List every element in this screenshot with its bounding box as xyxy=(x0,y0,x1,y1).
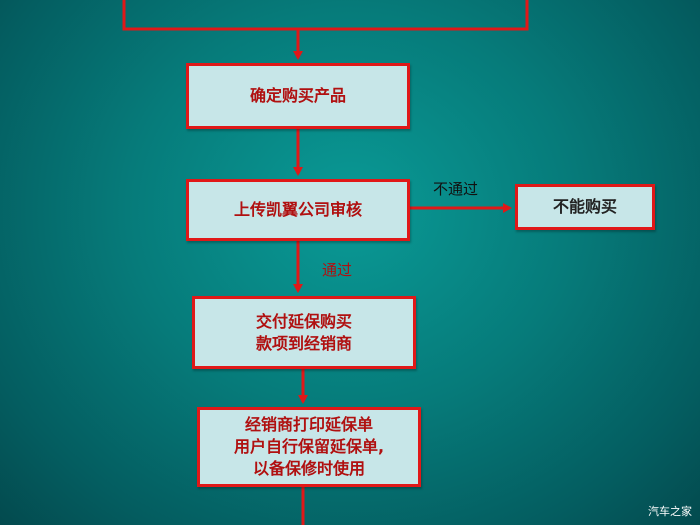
cannot-buy-label: 不能购买 xyxy=(552,197,617,216)
upload-review-label: 上传凯翼公司审核 xyxy=(233,200,362,219)
upload-review-box: 上传凯翼公司审核 xyxy=(186,179,410,241)
pay-line-1: 交付延保购买 xyxy=(255,311,352,331)
watermark-text: 汽车之家 xyxy=(648,505,692,518)
confirm-product-box: 确定购买产品 xyxy=(186,63,410,129)
print-line-2: 用户自行保留延保单, xyxy=(233,437,385,456)
top-box-outline xyxy=(122,0,529,31)
confirm-product-label: 确定购买产品 xyxy=(249,86,346,105)
pass-edge-label: 通过 xyxy=(322,261,353,279)
cannot-buy-box: 不能购买 xyxy=(515,184,655,230)
print-line-1: 经销商打印延保单 xyxy=(244,415,373,434)
pay-box: 交付延保购买 款项到经销商 xyxy=(192,296,416,369)
print-line-3: 以备保修时使用 xyxy=(252,459,365,478)
pay-line-2: 款项到经销商 xyxy=(255,333,352,353)
print-box: 经销商打印延保单 用户自行保留延保单, 以备保修时使用 xyxy=(197,407,421,487)
fail-edge-label: 不通过 xyxy=(433,180,479,198)
